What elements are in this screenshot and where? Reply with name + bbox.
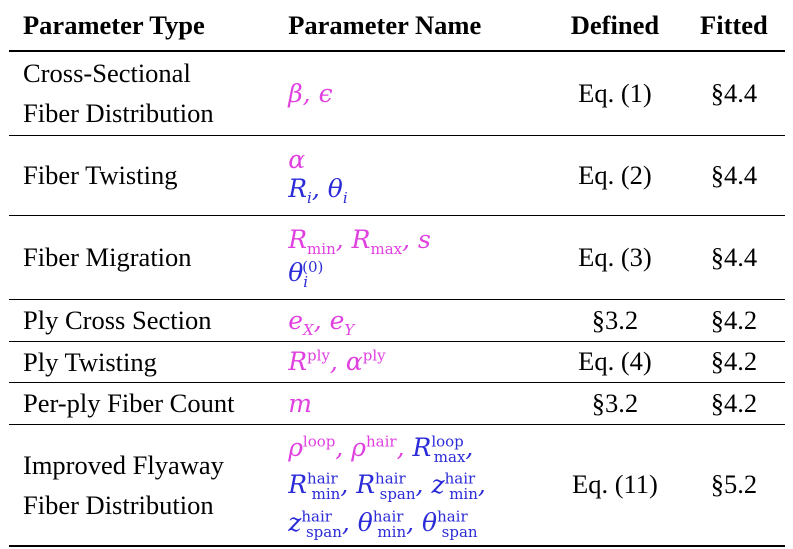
parameter-name-cell: eX, eY: [284, 299, 548, 342]
fitted-cell: §4.4: [682, 135, 785, 216]
parameter-type-line: Cross-Sectional: [23, 58, 191, 89]
defined-cell: Eq. (4): [547, 341, 683, 383]
table-row: Ply Cross Section eX, eY §3.2 §4.2: [9, 299, 785, 342]
math-expression: Rply, αply: [288, 346, 386, 377]
table-row: Cross-Sectional Fiber Distribution β, ϵ …: [9, 51, 785, 136]
parameter-type-line: Fiber Twisting: [23, 160, 178, 190]
defined-cell: Eq. (2): [547, 135, 683, 216]
fitted-cell: §4.2: [682, 299, 785, 342]
parameter-type-cell: Cross-Sectional Fiber Distribution: [9, 51, 285, 136]
parameter-type-line: Fiber Distribution: [23, 489, 214, 520]
fitted-cell: §4.4: [682, 215, 785, 300]
math-expression: α: [288, 145, 306, 175]
fitted-cell: §5.2: [682, 424, 785, 547]
math-expression: ρloop, ρhair, Rloopmax,: [288, 432, 474, 466]
parameter-name-cell: ρloop, ρhair, Rloopmax, Rhairmin, Rhairs…: [284, 424, 548, 547]
table-header-row: Parameter Type Parameter Name Defined Fi…: [9, 0, 785, 52]
defined-cell: Eq. (3): [547, 215, 683, 300]
table-row: Ply Twisting Rply, αply Eq. (4) §4.2: [9, 341, 785, 383]
parameter-type-line: Fiber Distribution: [23, 98, 214, 129]
math-expression: Ri, θi: [288, 174, 348, 207]
table-row: Per-ply Fiber Count m §3.2 §4.2: [9, 382, 785, 425]
header-parameter-type: Parameter Type: [9, 0, 285, 52]
math-expression: eX, eY: [288, 305, 355, 339]
parameter-table: Parameter Type Parameter Name Defined Fi…: [9, 0, 785, 547]
header-defined: Defined: [547, 0, 683, 52]
defined-cell: Eq. (11): [547, 424, 683, 547]
parameter-type-cell: Fiber Twisting: [9, 135, 285, 216]
parameter-type-line: Fiber Migration: [23, 242, 192, 272]
math-expression: m: [288, 388, 312, 418]
parameter-type-line: Per-ply Fiber Count: [23, 388, 235, 418]
math-expression: θi(0): [288, 257, 324, 291]
parameter-name-cell: α Ri, θi: [284, 135, 548, 216]
parameter-type-cell: Ply Twisting: [9, 341, 285, 383]
fitted-cell: §4.2: [682, 382, 785, 425]
table-row: Fiber Twisting α Ri, θi Eq. (2) §4.4: [9, 135, 785, 216]
header-parameter-name: Parameter Name: [284, 0, 548, 52]
parameter-name-cell: Rply, αply: [284, 341, 548, 383]
parameter-type-line: Ply Cross Section: [23, 305, 212, 335]
parameter-type-cell: Per-ply Fiber Count: [9, 382, 285, 425]
parameter-type-cell: Ply Cross Section: [9, 299, 285, 342]
parameter-name-cell: Rmin, Rmax, s θi(0): [284, 215, 548, 300]
math-expression: zhairspan, θhairmin, θhairspan: [288, 507, 478, 541]
defined-cell: §3.2: [547, 299, 683, 342]
parameter-type-line: Ply Twisting: [23, 346, 157, 377]
math-expression: Rmin, Rmax, s: [288, 225, 431, 259]
table-row: Fiber Migration Rmin, Rmax, s θi(0) Eq. …: [9, 215, 785, 300]
defined-cell: Eq. (1): [547, 51, 683, 136]
parameter-name-cell: m: [284, 382, 548, 425]
parameter-type-cell: Fiber Migration: [9, 215, 285, 300]
parameter-type-cell: Improved Flyaway Fiber Distribution: [9, 424, 285, 547]
parameter-name-cell: β, ϵ: [284, 51, 548, 136]
table-row: Improved Flyaway Fiber Distribution ρloo…: [9, 424, 785, 547]
header-fitted: Fitted: [682, 0, 785, 52]
math-expression: Rhairmin, Rhairspan, zhairmin,: [288, 469, 486, 503]
fitted-cell: §4.2: [682, 341, 785, 383]
math-expression: β, ϵ: [288, 78, 333, 108]
fitted-cell: §4.4: [682, 51, 785, 136]
parameter-type-line: Improved Flyaway: [23, 449, 224, 480]
defined-cell: §3.2: [547, 382, 683, 425]
